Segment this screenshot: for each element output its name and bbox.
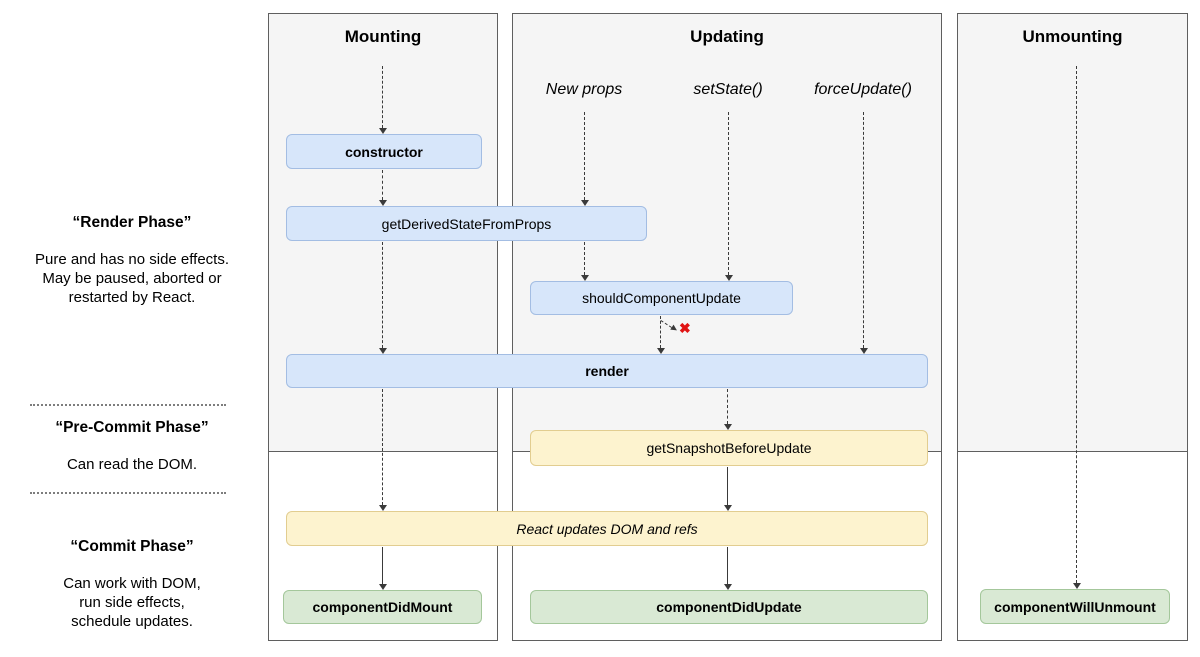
column-updating-title: Updating [690, 27, 764, 46]
node-get-snapshot-before-update: getSnapshotBeforeUpdate [530, 430, 928, 466]
node-get-derived-state-from-props: getDerivedStateFromProps [286, 206, 647, 241]
arrow-react-updates-to-did-mount [378, 547, 387, 590]
arrow-set-state-to-scu [724, 112, 733, 281]
trigger-new-props: New props [545, 81, 623, 98]
phase-commit-block: “Commit Phase” Can work with DOM, run si… [8, 538, 256, 631]
trigger-force-update: forceUpdate() [814, 81, 912, 98]
phase-commit-description: Can work with DOM, run side effects, sch… [63, 575, 201, 630]
column-mounting-title: Mounting [344, 27, 422, 46]
phase-divider-bottom [30, 492, 226, 494]
column-mounting: Mounting [268, 13, 498, 641]
phase-commit-title: “Commit Phase” [70, 538, 194, 555]
column-unmounting-title: Unmounting [1022, 27, 1123, 46]
phase-render-title: “Render Phase” [72, 214, 192, 231]
column-unmounting-render-phase-area [958, 14, 1187, 452]
cancel-update-icon: ✖ [679, 320, 691, 336]
column-unmounting: Unmounting [957, 13, 1188, 641]
arrow-gdsfp-to-render [378, 242, 387, 354]
trigger-set-state: setState() [693, 81, 763, 98]
arrow-scu-to-render [656, 316, 665, 354]
node-render: render [286, 354, 928, 388]
phase-precommit-block: “Pre-Commit Phase” Can read the DOM. [8, 419, 256, 474]
node-react-updates-dom-and-refs: React updates DOM and refs [286, 511, 928, 546]
arrow-render-to-snapshot [723, 389, 732, 430]
arrow-snapshot-to-react-updates [723, 467, 732, 511]
node-component-will-unmount: componentWillUnmount [980, 589, 1170, 624]
phase-precommit-title: “Pre-Commit Phase” [55, 419, 209, 436]
arrow-react-updates-to-did-update [723, 547, 732, 590]
node-constructor: constructor [286, 134, 482, 169]
phase-precommit-description: Can read the DOM. [66, 456, 198, 473]
node-should-component-update: shouldComponentUpdate [530, 281, 793, 315]
arrow-new-props-to-gdsfp [580, 112, 589, 206]
arrow-mount-start-to-constructor [378, 66, 387, 134]
phase-render-block: “Render Phase” Pure and has no side effe… [8, 214, 256, 307]
arrow-gdsfp-to-scu [580, 242, 589, 281]
arrow-unmount-start-to-will-unmount [1072, 66, 1081, 589]
arrow-constructor-to-gdsfp [378, 170, 387, 206]
node-component-did-mount: componentDidMount [283, 590, 482, 624]
phase-render-description: Pure and has no side effects. May be pau… [34, 251, 230, 306]
arrow-force-update-to-render [859, 112, 868, 354]
arrow-render-to-react-updates [378, 389, 387, 511]
node-component-did-update: componentDidUpdate [530, 590, 928, 624]
phase-divider-top [30, 404, 226, 406]
